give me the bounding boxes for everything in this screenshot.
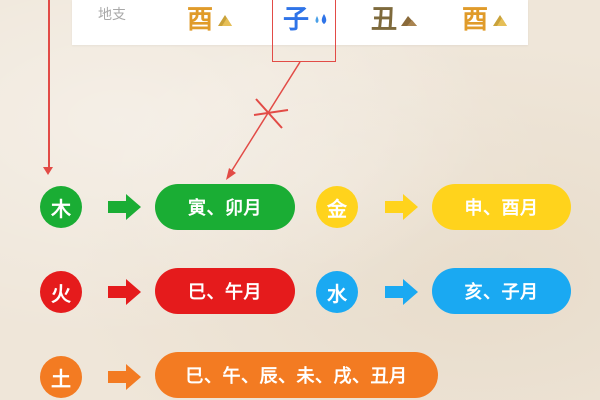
highlight-box bbox=[272, 0, 336, 62]
branch-char: 丑 bbox=[371, 5, 398, 35]
branch-zi: 子 bbox=[283, 5, 329, 35]
connector-line bbox=[48, 0, 50, 172]
branch-chou: 丑 bbox=[371, 5, 418, 35]
months-pill-water: 亥、子月 bbox=[432, 268, 571, 314]
branch-char: 酉 bbox=[462, 5, 489, 35]
right-arrow-icon bbox=[108, 279, 141, 305]
earth-mound-icon bbox=[401, 16, 418, 26]
months-pill-earth: 巳、午、辰、未、戌、丑月 bbox=[155, 352, 438, 398]
element-circle-fire: 火 bbox=[40, 271, 82, 313]
branch-char: 酉 bbox=[187, 5, 214, 35]
water-drops-icon bbox=[315, 14, 327, 24]
right-arrow-icon bbox=[385, 194, 418, 220]
element-circle-water: 水 bbox=[316, 271, 358, 313]
arrowhead bbox=[43, 167, 53, 175]
branch-you-1: 酉 bbox=[187, 5, 233, 35]
element-circle-wood: 木 bbox=[40, 186, 82, 228]
right-arrow-icon bbox=[108, 194, 141, 220]
branch-you-2: 酉 bbox=[462, 5, 508, 35]
element-circle-metal: 金 bbox=[316, 186, 358, 228]
branch-panel-label: 地支 bbox=[98, 7, 126, 23]
earth-mountain-icon bbox=[493, 15, 508, 26]
branch-char: 子 bbox=[283, 5, 310, 35]
element-circle-earth: 土 bbox=[40, 356, 82, 398]
months-pill-fire: 巳、午月 bbox=[155, 268, 295, 314]
earth-mountain-icon bbox=[218, 15, 233, 26]
branch-panel bbox=[72, 0, 528, 45]
right-arrow-icon bbox=[385, 279, 418, 305]
right-arrow-icon bbox=[108, 364, 141, 390]
months-pill-metal: 申、酉月 bbox=[432, 184, 571, 230]
months-pill-wood: 寅、卯月 bbox=[155, 184, 295, 230]
